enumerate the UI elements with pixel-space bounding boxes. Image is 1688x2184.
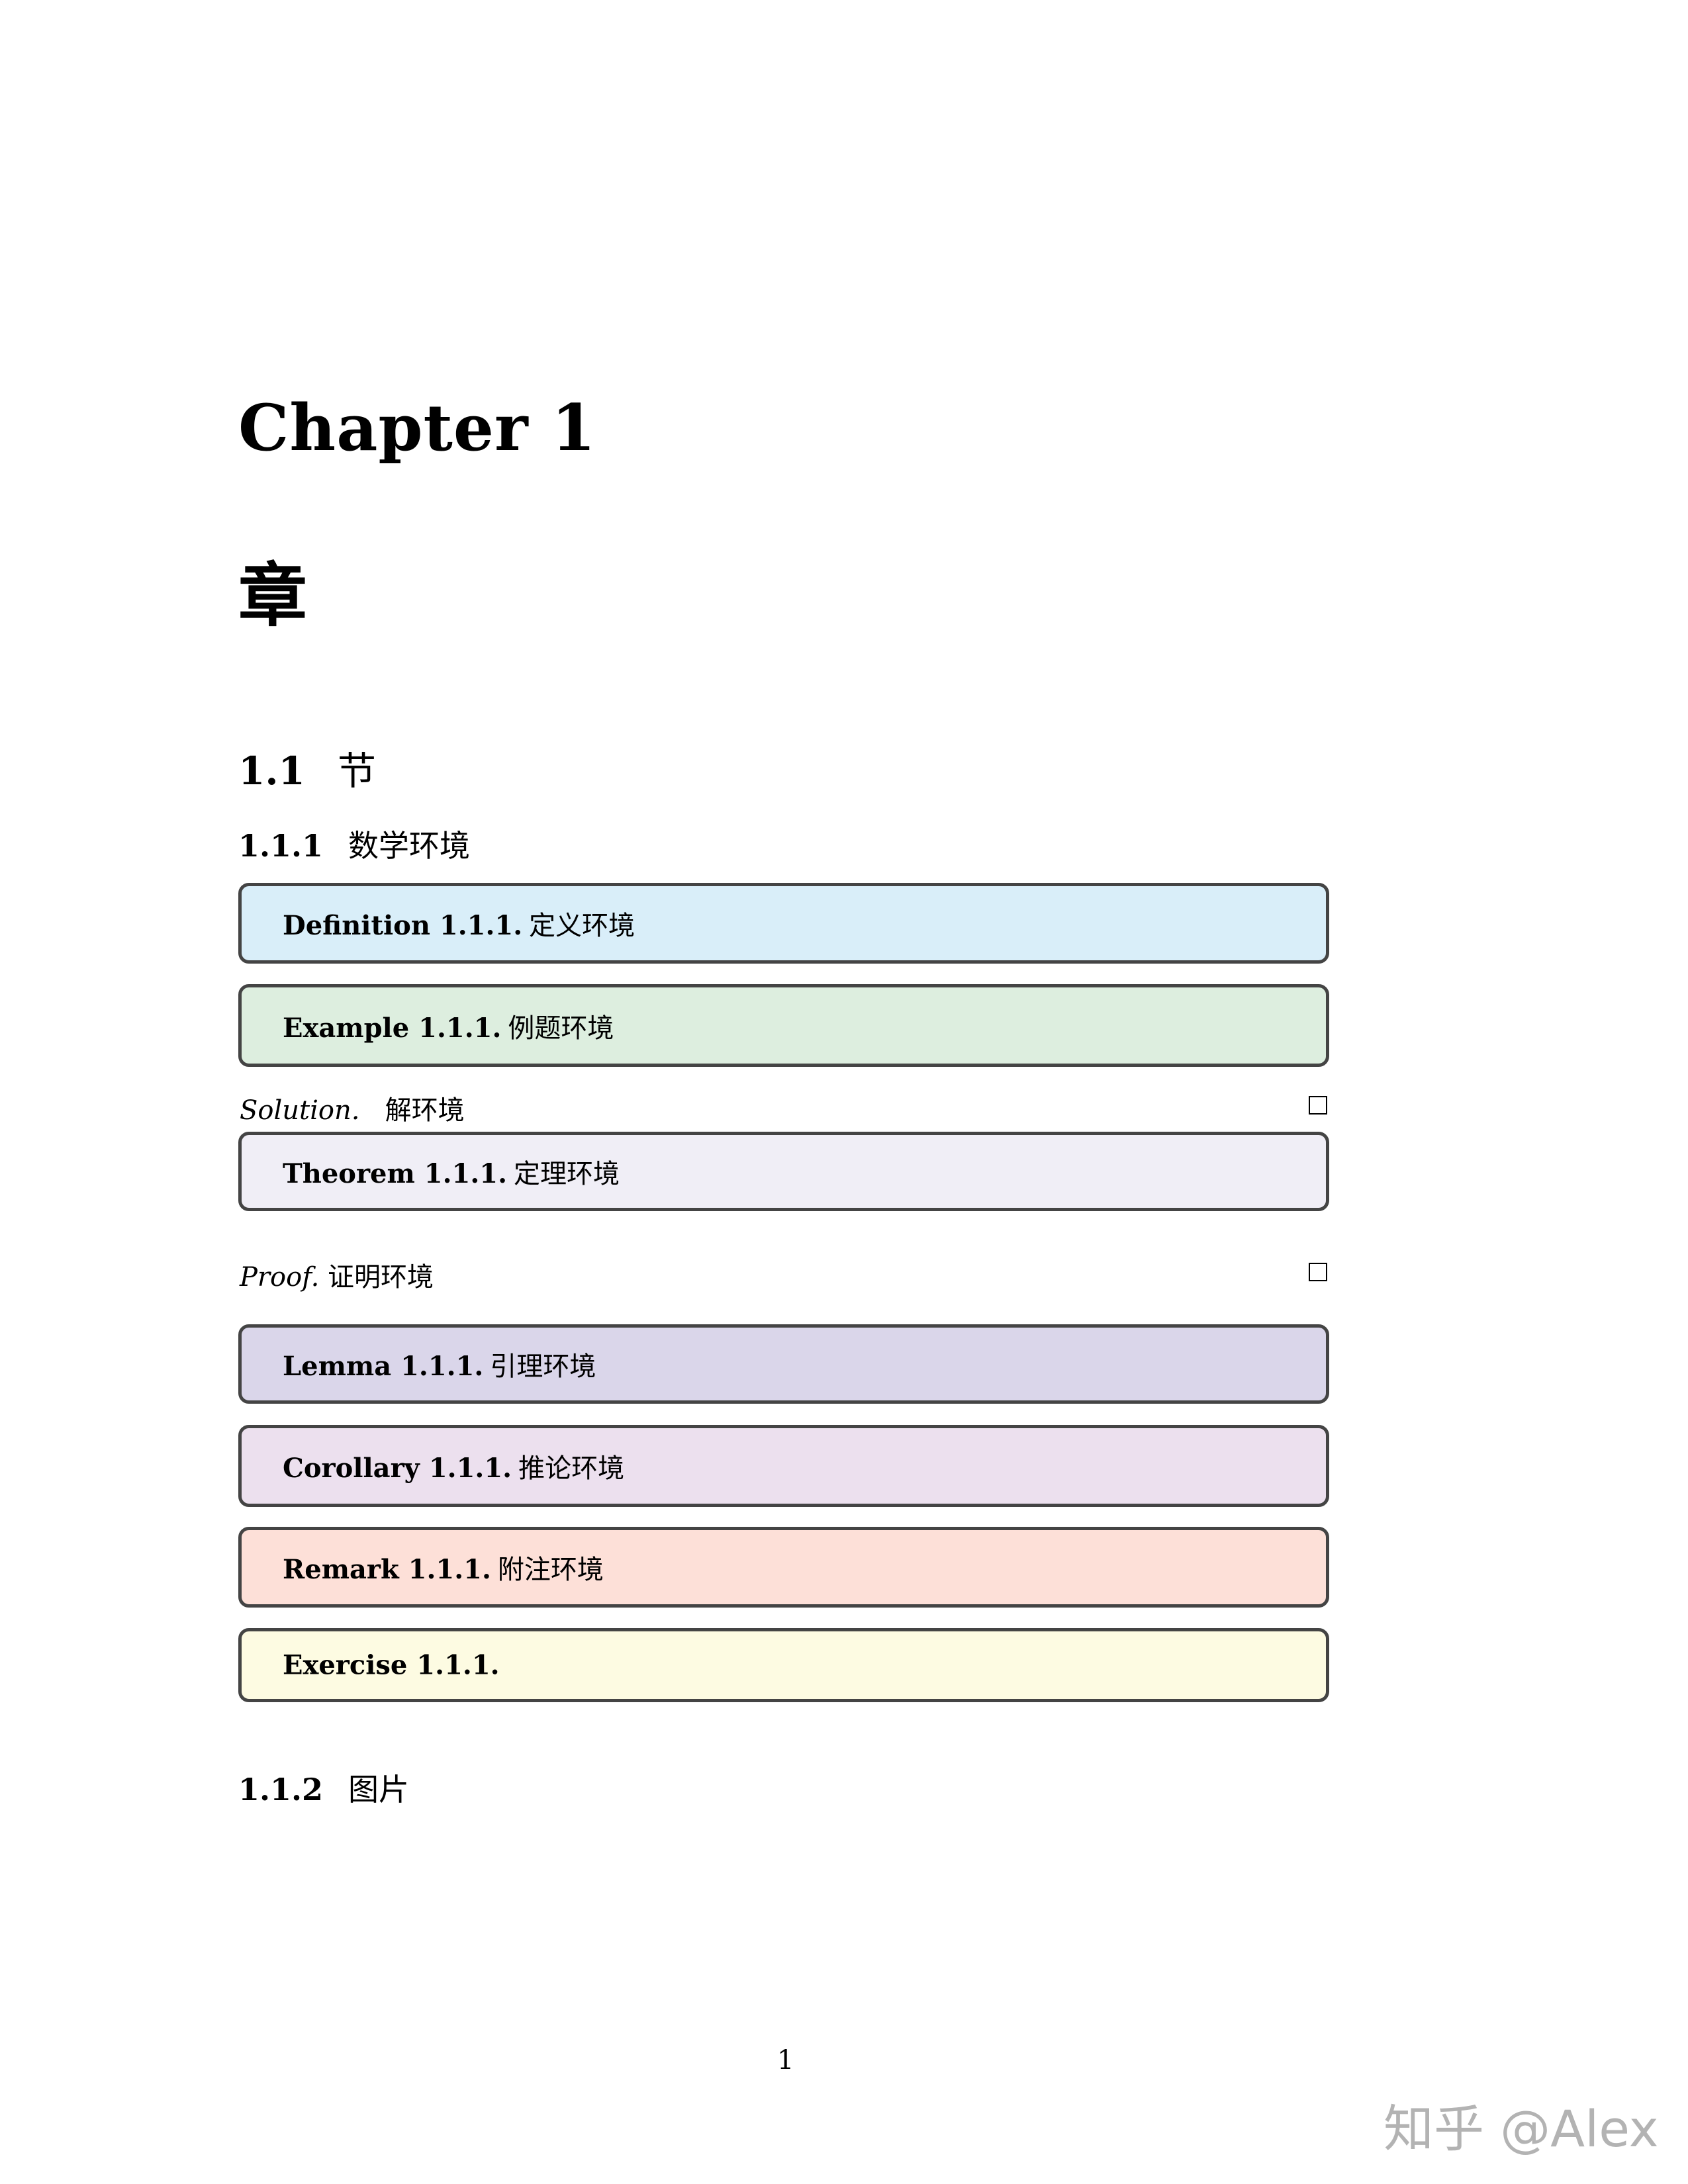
- chapter-label: Chapter 1: [238, 390, 596, 465]
- subsection-title: 数学环境: [348, 828, 470, 864]
- example-body: 例题环境: [508, 1013, 614, 1044]
- watermark: 知乎 @Alex: [1383, 2099, 1659, 2158]
- lemma-box: Lemma 1.1.1.引理环境: [238, 1324, 1329, 1404]
- solution-label: Solution.: [240, 1095, 360, 1126]
- proof-body: 证明环境: [328, 1262, 434, 1293]
- qed-square-icon: [1309, 1263, 1327, 1281]
- page-number: 1: [777, 2045, 794, 2075]
- subsection-heading-math-env: 1.1.1 数学环境: [238, 822, 470, 866]
- corollary-label: Corollary 1.1.1.: [283, 1453, 512, 1484]
- proof-label: Proof.: [240, 1262, 320, 1293]
- solution-body: 解环境: [385, 1095, 465, 1126]
- subsection-title: 图片: [348, 1772, 409, 1807]
- theorem-body: 定理环境: [514, 1159, 620, 1189]
- proof-line: Proof. 证明环境: [240, 1255, 434, 1294]
- example-box: Example 1.1.1.例题环境: [238, 984, 1329, 1067]
- remark-box: Remark 1.1.1.附注环境: [238, 1527, 1329, 1608]
- chapter-title: 章: [238, 555, 308, 636]
- corollary-body: 推论环境: [518, 1453, 625, 1484]
- theorem-label: Theorem 1.1.1.: [283, 1158, 508, 1189]
- exercise-box: Exercise 1.1.1.: [238, 1628, 1329, 1702]
- lemma-label: Lemma 1.1.1.: [283, 1351, 484, 1382]
- definition-label: Definition 1.1.1.: [283, 910, 523, 941]
- remark-body: 附注环境: [497, 1555, 604, 1585]
- subsection-number: 1.1.2: [238, 1772, 324, 1807]
- subsection-heading-figures: 1.1.2 图片: [238, 1766, 409, 1809]
- definition-body: 定义环境: [529, 911, 635, 941]
- section-title: 节: [338, 749, 377, 794]
- subsection-number: 1.1.1: [238, 828, 324, 864]
- section-heading: 1.1 节: [238, 740, 376, 796]
- solution-line: Solution. 解环境: [240, 1089, 465, 1127]
- example-label: Example 1.1.1.: [283, 1012, 502, 1044]
- corollary-box: Corollary 1.1.1.推论环境: [238, 1425, 1329, 1507]
- section-number: 1.1: [238, 749, 305, 794]
- lemma-body: 引理环境: [490, 1351, 596, 1382]
- exercise-label: Exercise 1.1.1.: [283, 1649, 500, 1681]
- definition-box: Definition 1.1.1.定义环境: [238, 883, 1329, 964]
- remark-label: Remark 1.1.1.: [283, 1554, 491, 1585]
- theorem-box: Theorem 1.1.1.定理环境: [238, 1132, 1329, 1211]
- qed-square-icon: [1309, 1096, 1327, 1115]
